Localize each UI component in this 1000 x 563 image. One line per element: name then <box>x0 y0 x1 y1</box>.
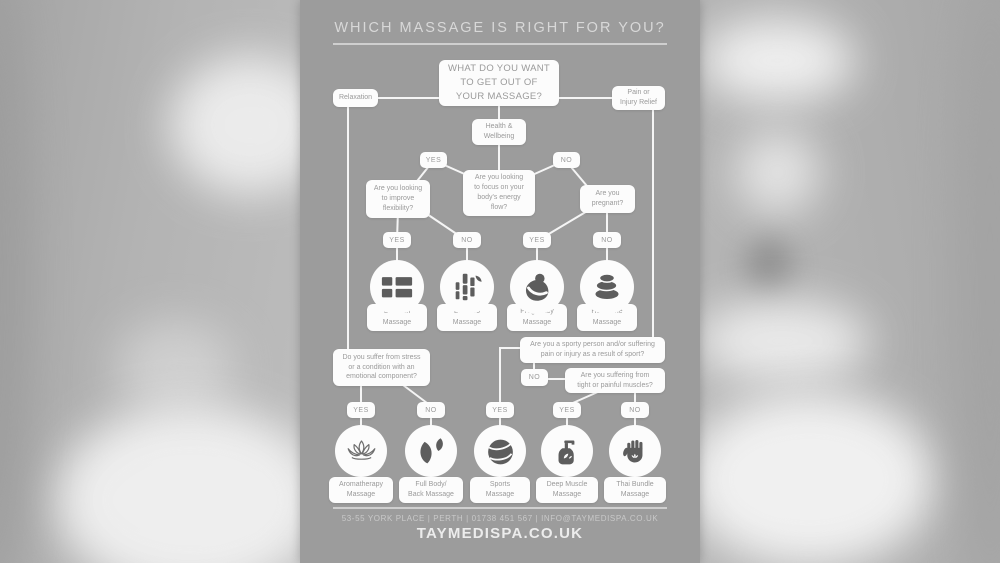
no-badge-muscles: NO <box>621 402 649 418</box>
lotus-icon <box>347 439 375 460</box>
yes-badge-sporty: YES <box>486 402 514 418</box>
blurred-background-right <box>700 0 1000 563</box>
node-stress-question: Do you suffer from stress or a condition… <box>333 349 430 386</box>
blur-blob <box>700 18 855 103</box>
page-title: WHICH MASSAGE IS RIGHT FOR YOU? <box>334 20 666 36</box>
node-relaxation: Relaxation <box>333 89 378 107</box>
outcome-label-deep-muscle: Deep Muscle Massage <box>536 477 598 503</box>
title-divider <box>333 43 667 45</box>
no-badge-stress: NO <box>417 402 445 418</box>
outcome-circle-hot-stone <box>580 260 634 314</box>
massage-flowchart-poster: WHICH MASSAGE IS RIGHT FOR YOU? WHAT DO … <box>300 0 700 563</box>
yes-badge-stress: YES <box>347 402 375 418</box>
outcome-circle-pregnancy <box>510 260 564 314</box>
blurred-background-left <box>0 0 300 563</box>
leaves-icon <box>419 437 443 463</box>
outcome-circle-sports <box>474 425 526 477</box>
footer-address: 53-55 YORK PLACE | PERTH | 01738 451 567… <box>341 514 659 523</box>
node-pregnant-question: Are you pregnant? <box>580 185 635 213</box>
no-badge-pregnant: NO <box>593 232 621 248</box>
footer-divider <box>333 507 667 509</box>
blur-blob <box>115 320 235 415</box>
footer-website: TAYMEDISPA.CO.UK <box>416 525 584 542</box>
no-badge-flexibility: NO <box>453 232 481 248</box>
blur-blob <box>700 392 935 563</box>
hand-lotus-icon <box>622 439 642 462</box>
outcome-circle-thai-bundle <box>609 425 661 477</box>
node-start: WHAT DO YOU WANT TO GET OUT OF YOUR MASS… <box>439 60 559 106</box>
outcome-circle-deep-muscle <box>541 425 593 477</box>
blur-blob <box>745 238 793 296</box>
outcome-circle-full-body <box>405 425 457 477</box>
bamboo-icon <box>455 273 482 301</box>
blur-blob <box>735 130 820 215</box>
no-badge-sporty: NO <box>521 369 548 386</box>
node-energy-flow-question: Are you looking to focus on your body's … <box>463 170 535 216</box>
lotion-bottle-icon <box>558 440 574 464</box>
blur-blob <box>55 405 300 563</box>
node-health-wellbeing: Health & Wellbeing <box>472 119 526 145</box>
outcome-label-sports: Sports Massage <box>470 477 530 503</box>
yes-badge-pregnant: YES <box>523 232 551 248</box>
yes-badge-flexibility: YES <box>383 232 411 248</box>
outcome-label-full-body: Full Body/ Back Massage <box>399 477 463 503</box>
outcome-circle-bamboo <box>440 260 494 314</box>
blur-blob <box>0 0 30 563</box>
swedish-flag-icon <box>381 277 413 298</box>
yes-badge-energy: YES <box>420 152 447 168</box>
node-pain-injury-relief: Pain or Injury Relief <box>612 86 665 110</box>
outcome-circle-swedish <box>370 260 424 314</box>
exercise-ball-icon <box>487 439 513 464</box>
outcome-circle-aromatherapy <box>335 425 387 477</box>
blur-blob <box>700 300 870 382</box>
pregnant-woman-icon <box>525 273 549 301</box>
stacked-stones-icon <box>593 273 621 301</box>
node-sporty-question: Are you a sporty person and/or suffering… <box>520 337 665 363</box>
outcome-label-thai-bundle: Thai Bundle Massage <box>604 477 666 503</box>
blur-blob <box>170 55 300 195</box>
no-badge-energy: NO <box>553 152 580 168</box>
blur-blob <box>955 0 1000 563</box>
node-tight-muscles-question: Are you suffering from tight or painful … <box>565 368 665 393</box>
yes-badge-muscles: YES <box>553 402 581 418</box>
node-flexibility-question: Are you looking to improve flexibility? <box>366 180 430 218</box>
outcome-label-aromatherapy: Aromatherapy Massage <box>329 477 393 503</box>
